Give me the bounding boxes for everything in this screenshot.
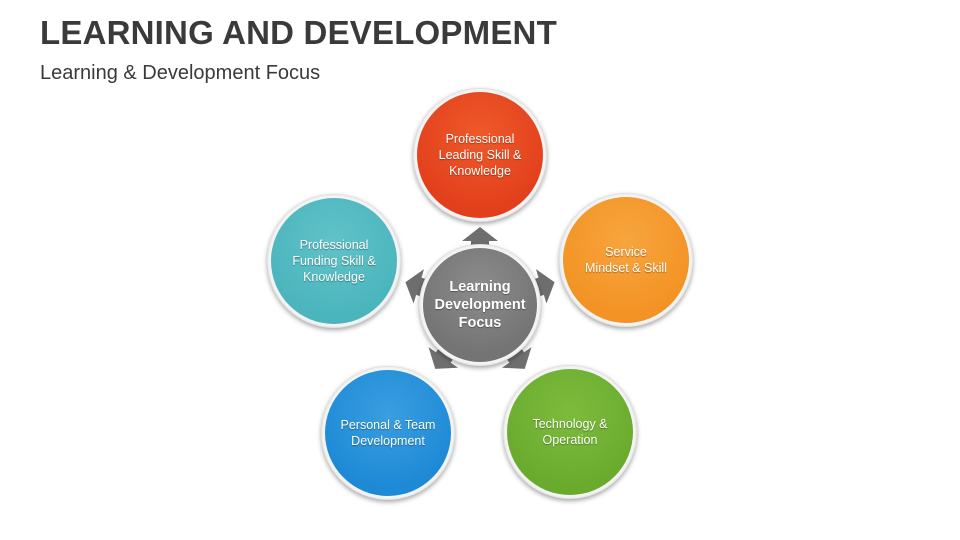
node-label: Professional Leading Skill & Knowledge — [438, 132, 522, 178]
node-label: Service Mindset & Skill — [585, 245, 667, 275]
node-professional-leading: Professional Leading Skill & Knowledge — [417, 92, 543, 218]
slide-subtitle: Learning & Development Focus — [40, 62, 321, 84]
node-personal-team: Personal & Team Development — [325, 370, 451, 496]
node-label: Technology & Operation — [532, 417, 608, 447]
center-label: Learning Development Focus — [434, 279, 526, 331]
node-label: Professional Funding Skill & Knowledge — [292, 238, 376, 284]
center-node: Learning Development Focus — [423, 248, 537, 362]
node-professional-funding: Professional Funding Skill & Knowledge — [271, 198, 397, 324]
arrow-bottom-right-icon — [501, 347, 532, 369]
node-label: Personal & Team Development — [340, 418, 436, 448]
node-technology-operation: Technology & Operation — [507, 369, 633, 495]
arrow-up-icon — [462, 227, 498, 245]
slide-title: LEARNING AND DEVELOPMENT — [40, 14, 557, 51]
node-service-mindset: Service Mindset & Skill — [563, 197, 689, 323]
arrow-bottom-left-icon — [428, 347, 459, 369]
